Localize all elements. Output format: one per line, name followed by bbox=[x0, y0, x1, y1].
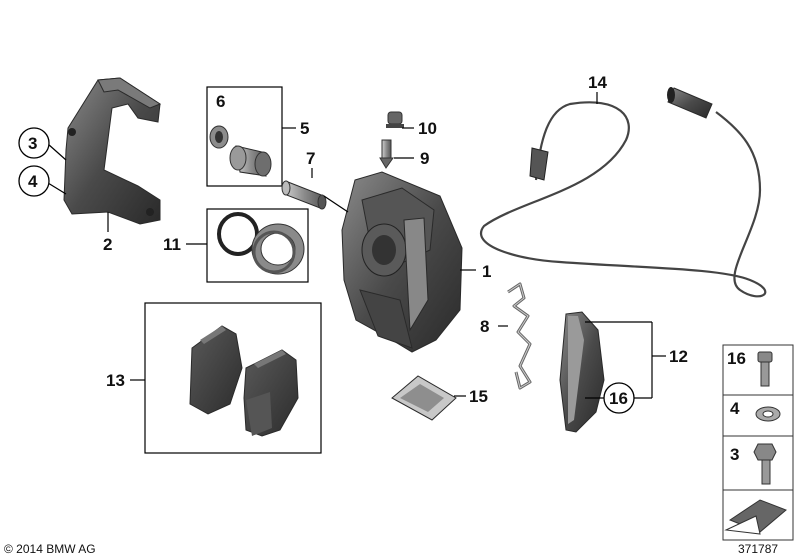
legend-label-3: 3 bbox=[730, 445, 739, 464]
callout-13: 13 bbox=[106, 371, 125, 390]
legend-label-4: 4 bbox=[730, 399, 740, 418]
diagram-number: 371787 bbox=[738, 542, 778, 556]
callout-10: 10 bbox=[418, 119, 437, 138]
brake-caliper-part bbox=[341, 171, 463, 353]
callouts: 1 2 3 4 5 6 7 8 9 10 11 12 13 14 15 16 bbox=[18, 73, 688, 414]
seal-kit-part bbox=[217, 212, 305, 275]
brake-pads-part bbox=[189, 325, 299, 437]
dust-cap-part bbox=[386, 111, 404, 128]
callout-3: 3 bbox=[28, 134, 37, 153]
wear-sensor-part bbox=[480, 87, 767, 298]
grease-packet-part bbox=[391, 375, 457, 421]
bleeder-screw-part bbox=[379, 139, 394, 169]
leader-lines bbox=[47, 92, 666, 399]
group-box-13 bbox=[144, 302, 322, 454]
legend-label-16: 16 bbox=[727, 349, 746, 368]
callout-1: 1 bbox=[482, 262, 491, 281]
callout-12: 12 bbox=[669, 347, 688, 366]
callout-11: 11 bbox=[163, 235, 181, 254]
bolt-3-icon bbox=[753, 443, 777, 461]
bolt-16-icon bbox=[757, 351, 773, 363]
callout-14: 14 bbox=[588, 73, 607, 92]
anti-rattle-spring-part bbox=[507, 282, 532, 390]
guide-sleeve-part bbox=[209, 125, 272, 177]
callout-8: 8 bbox=[480, 317, 489, 336]
callout-15: 15 bbox=[469, 387, 488, 406]
callout-7: 7 bbox=[306, 149, 315, 168]
caliper-carrier-part bbox=[63, 77, 162, 225]
callout-2: 2 bbox=[103, 235, 112, 254]
callout-16: 16 bbox=[609, 389, 628, 408]
heat-shield-part bbox=[559, 311, 605, 433]
callout-9: 9 bbox=[420, 149, 429, 168]
callout-5: 5 bbox=[300, 119, 309, 138]
callout-4: 4 bbox=[28, 172, 38, 191]
guide-bolt-part bbox=[281, 180, 327, 210]
group-box-11 bbox=[206, 208, 309, 283]
copyright-text: © 2014 BMW AG bbox=[4, 542, 96, 556]
fastener-legend bbox=[722, 344, 794, 541]
callout-6: 6 bbox=[216, 92, 225, 111]
group-box-5 bbox=[206, 86, 283, 187]
